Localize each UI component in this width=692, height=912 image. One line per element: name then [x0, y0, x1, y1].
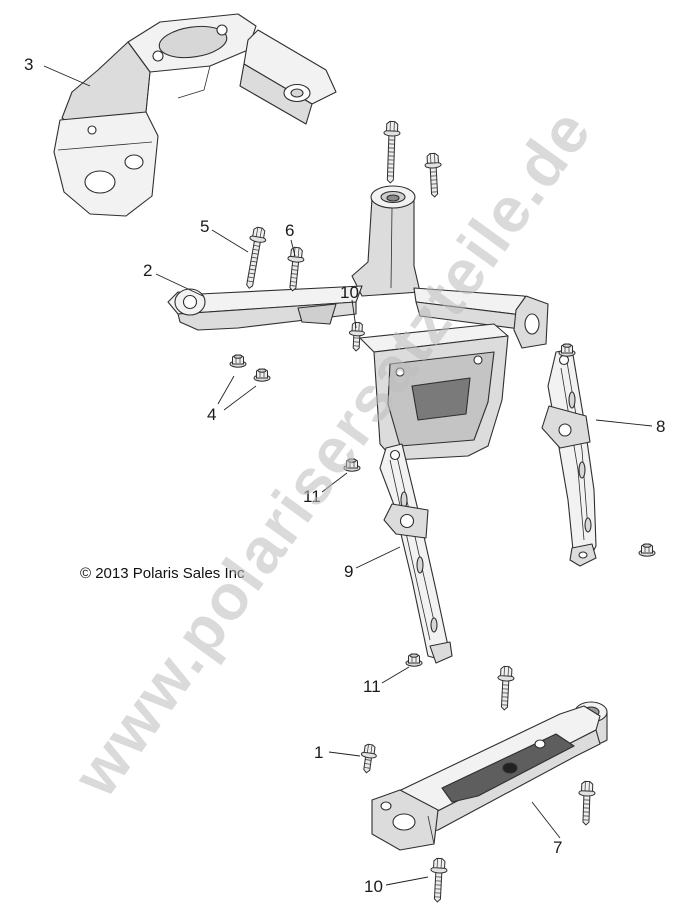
callout-10-mid: 10 [340, 283, 359, 302]
nut-item-4b [253, 368, 271, 382]
callout-4: 4 [207, 405, 216, 424]
part-front-bracket [53, 13, 337, 217]
part-left-strut [379, 443, 453, 664]
callout-10-bottom: 10 [364, 877, 383, 896]
callout-6: 6 [285, 221, 294, 240]
callout-8: 8 [656, 417, 665, 436]
bolt-top-short [423, 152, 444, 198]
bolt-top-long [381, 120, 401, 184]
callout-1: 1 [314, 743, 323, 762]
bolt-item-1 [358, 743, 379, 775]
callout-11-bottom: 11 [363, 677, 381, 696]
callout-5: 5 [200, 217, 209, 236]
nut-item-4a [229, 354, 247, 368]
callout-2: 2 [143, 261, 152, 280]
bolt-below-crossmember [577, 780, 596, 826]
bolt-lower-right [495, 665, 516, 711]
part-main-crossmember [167, 185, 549, 461]
callout-7: 7 [553, 838, 562, 857]
bolt-item-10-bottom [428, 857, 449, 903]
copyright-text: © 2013 Polaris Sales Inc [80, 565, 245, 582]
nut-item-11b [405, 653, 423, 667]
callout-9: 9 [344, 562, 353, 581]
callout-11-top: 11 [303, 487, 321, 506]
nut-right-low [638, 543, 656, 557]
nut-right-top [558, 343, 576, 357]
part-right-strut [541, 348, 597, 567]
callout-3: 3 [24, 55, 33, 74]
bolt-item-10-mid [348, 321, 366, 352]
bolt-item-5 [240, 225, 269, 291]
part-lower-crossmember [371, 701, 608, 851]
callouts: 3 5 6 2 10 4 8 11 9 11 1 7 10 [24, 55, 665, 896]
